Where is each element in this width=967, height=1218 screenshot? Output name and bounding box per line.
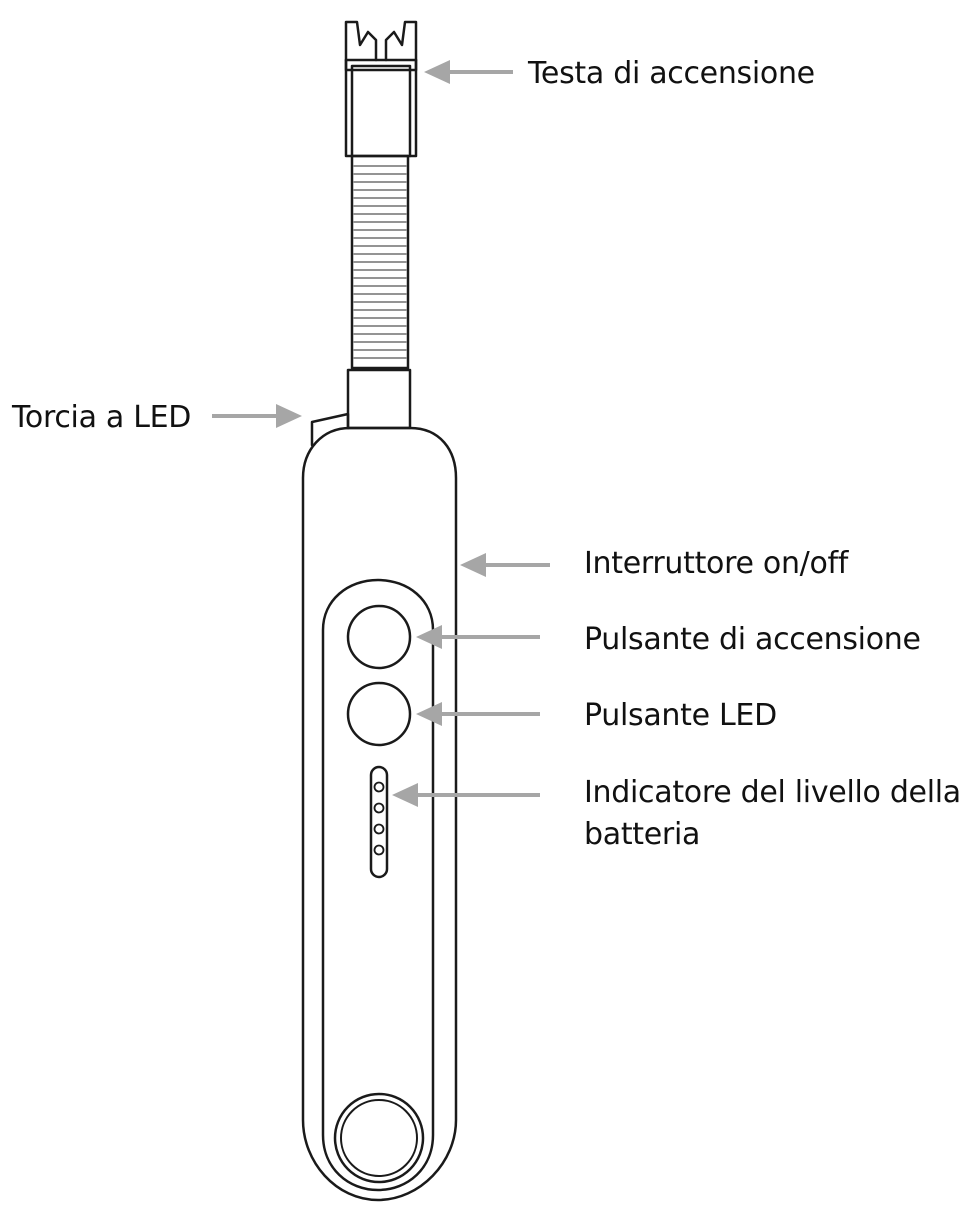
battery-indicator (369, 765, 389, 879)
arrow-battery-indicator (392, 783, 540, 807)
arrow-power-switch (460, 553, 550, 577)
label-battery-indicator: Indicatore del livello della batteria (584, 775, 961, 852)
label-ignition-button: Pulsante di accensione (584, 622, 921, 657)
pointer-arrows (212, 60, 550, 807)
flexible-neck (350, 154, 410, 370)
control-panel (321, 578, 435, 1192)
label-led-button: Pulsante LED (584, 698, 777, 733)
ignition-button (346, 604, 412, 670)
arrow-ignition-head (424, 60, 513, 84)
arrow-ignition-button (416, 625, 540, 649)
arrow-led-torch (212, 404, 302, 428)
label-ignition-head: Testa di accensione (528, 56, 815, 91)
led-torch (310, 412, 350, 447)
bottom-ring (333, 1092, 425, 1184)
arrow-led-button (416, 702, 540, 726)
ignition-head (344, 20, 418, 158)
lighter-body (301, 426, 458, 1202)
label-power-switch: Interruttore on/off (584, 546, 849, 581)
lighter-illustration (301, 20, 458, 1202)
collar (346, 368, 412, 430)
led-button (346, 681, 412, 747)
label-led-torch: Torcia a LED (12, 400, 192, 435)
